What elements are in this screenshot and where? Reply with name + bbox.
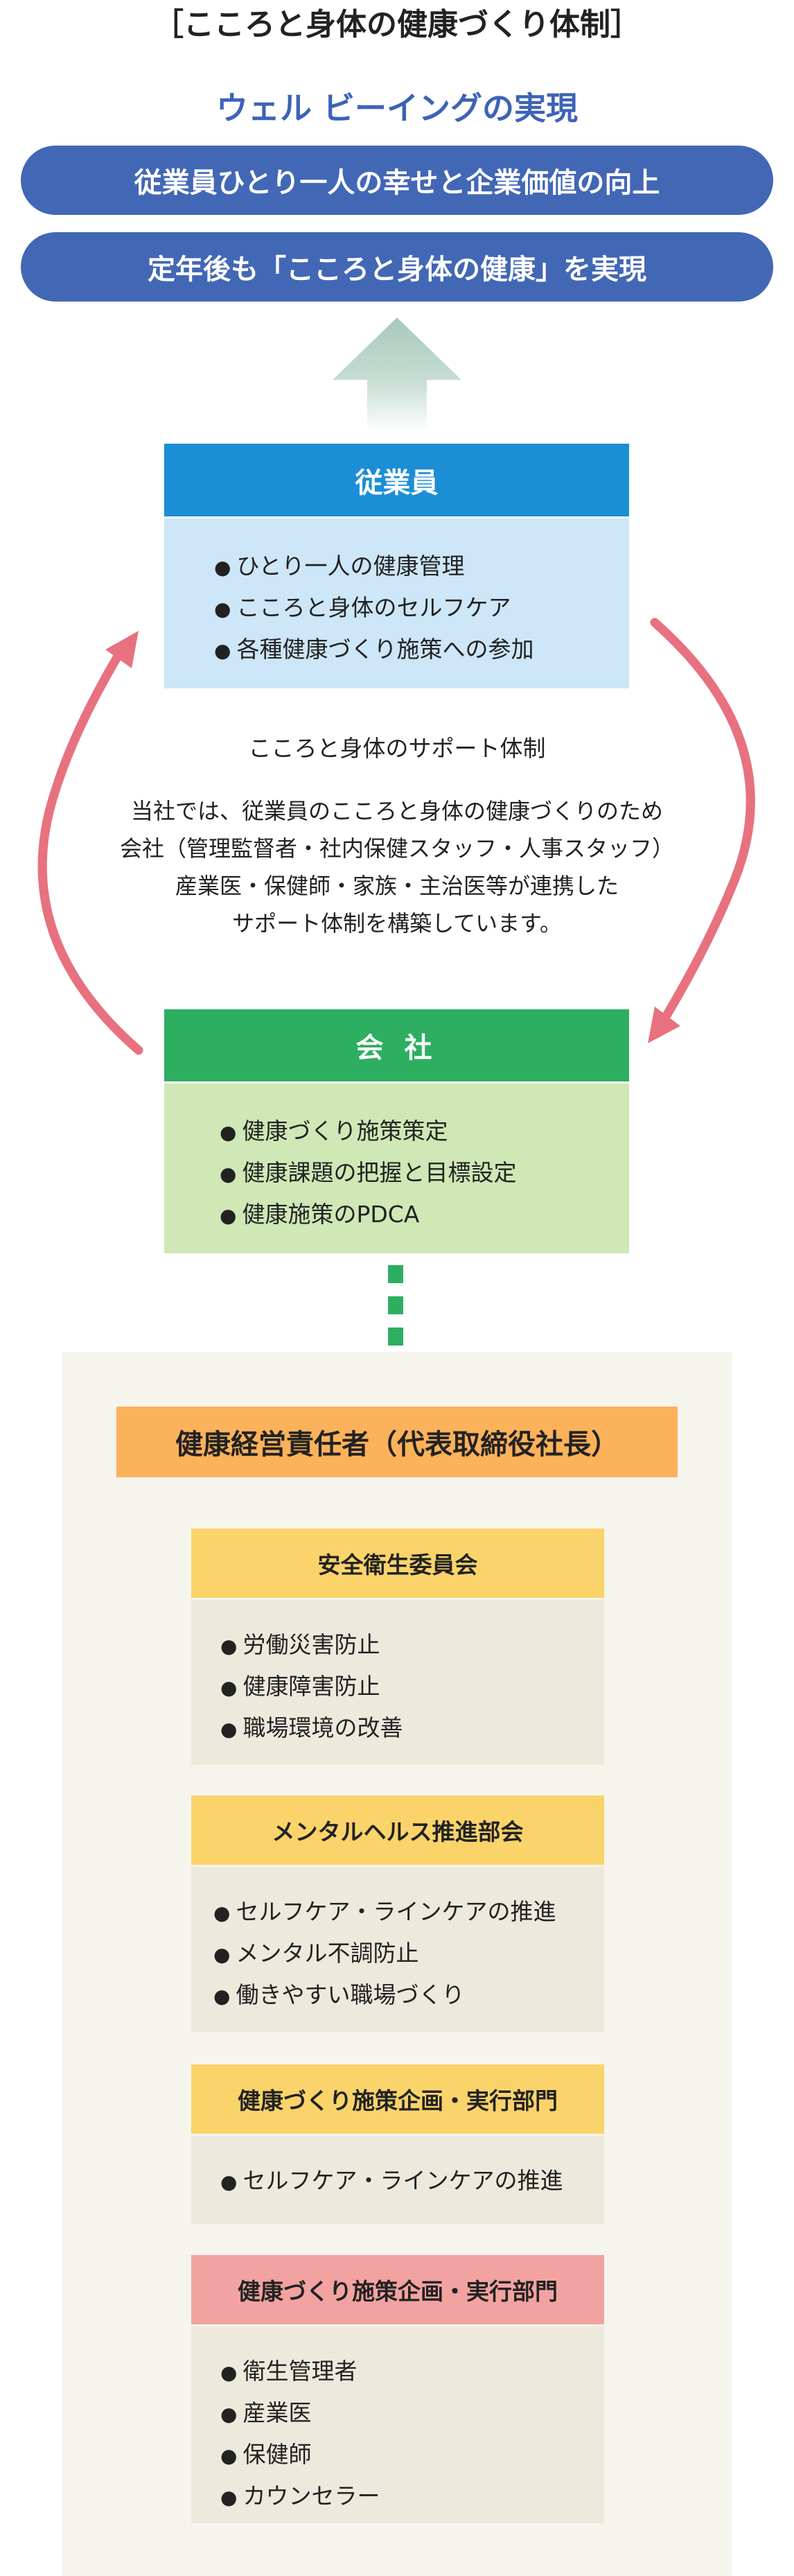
employee-header: 従業員: [164, 444, 629, 516]
right-curved-arrow: [650, 618, 755, 1034]
support-line: 当社では、従業員のこころと身体の健康づくりのため: [130, 798, 663, 824]
employee-list: ひとり一人の健康管理 こころと身体のセルフケア 各種健康づくり施策への参加: [214, 546, 629, 671]
section-header-mental-health: メンタルヘルス推進部会: [191, 1795, 604, 1865]
left-curved-arrow: [37, 640, 143, 1055]
list-item: こころと身体のセルフケア: [214, 588, 629, 629]
cycle-arrows: [37, 618, 755, 1055]
section-header-safety-committee: 安全衛生委員会: [191, 1529, 604, 1598]
page-title: ［こころと身体の健康づくり体制］: [153, 7, 641, 42]
connector-dot: [388, 1328, 403, 1346]
support-title: こころと身体のサポート体制: [248, 735, 546, 762]
section-body-health-staff: 衛生管理者 産業医 保健師 カウンセラー: [191, 2326, 604, 2523]
list-item: セルフケア・ラインケアの推進: [213, 1892, 604, 1933]
leader-box: 健康経営責任者（代表取締役社長）: [116, 1407, 678, 1477]
right-arrowhead-icon: [648, 1007, 680, 1043]
section-list: セルフケア・ラインケアの推進: [220, 2161, 604, 2202]
list-item: 健康づくり施策策定: [220, 1111, 629, 1153]
goal-pill-1: 従業員ひとり一人の幸せと企業価値の向上: [21, 146, 773, 215]
company-list: 健康づくり施策策定 健康課題の把握と目標設定 健康施策のPDCA: [220, 1111, 629, 1236]
list-item: 労働災害防止: [220, 1625, 604, 1666]
section-header-health-staff: 健康づくり施策企画・実行部門: [191, 2255, 604, 2324]
list-item: 産業医: [220, 2393, 604, 2435]
list-item: 健康施策のPDCA: [220, 1194, 629, 1236]
list-item: 保健師: [220, 2435, 604, 2476]
company-header: 会 社: [164, 1009, 629, 1081]
support-description: こころと身体のサポート体制 当社では、従業員のこころと身体の健康づくりのため 会…: [62, 731, 732, 942]
list-item: セルフケア・ラインケアの推進: [220, 2161, 604, 2202]
goal-pill-2: 定年後も「こころと身体の健康」を実現: [21, 232, 773, 302]
wellbeing-title: ウェル ビーイングの実現: [215, 89, 578, 127]
section-list: セルフケア・ラインケアの推進 メンタル不調防止 働きやすい職場づくり: [213, 1892, 604, 2017]
list-item: 職場環境の改善: [220, 1708, 604, 1750]
support-line: 会社（管理監督者・社内保健スタッフ・人事スタッフ）: [119, 835, 674, 862]
section-list: 労働災害防止 健康障害防止 職場環境の改善: [220, 1625, 604, 1750]
connector-dot: [388, 1296, 403, 1314]
list-item: カウンセラー: [220, 2476, 604, 2518]
section-body-health-planning: セルフケア・ラインケアの推進: [191, 2136, 604, 2224]
section-list: 衛生管理者 産業医 保健師 カウンセラー: [220, 2351, 604, 2518]
left-arrowhead-icon: [105, 631, 139, 668]
up-arrow-icon: [333, 317, 461, 432]
employee-box: ひとり一人の健康管理 こころと身体のセルフケア 各種健康づくり施策への参加: [164, 519, 629, 688]
support-line: サポート体制を構築しています。: [232, 910, 562, 937]
company-box: 健康づくり施策策定 健康課題の把握と目標設定 健康施策のPDCA: [164, 1084, 629, 1253]
section-body-safety-committee: 労働災害防止 健康障害防止 職場環境の改善: [191, 1600, 604, 1765]
list-item: 衛生管理者: [220, 2351, 604, 2393]
list-item: 各種健康づくり施策への参加: [214, 629, 629, 671]
support-line: 産業医・保健師・家族・主治医等が連携した: [175, 873, 619, 899]
section-body-mental-health: セルフケア・ラインケアの推進 メンタル不調防止 働きやすい職場づくり: [191, 1867, 604, 2032]
section-header-health-planning: 健康づくり施策企画・実行部門: [191, 2064, 604, 2134]
connector-dot: [388, 1265, 403, 1283]
list-item: 健康課題の把握と目標設定: [220, 1153, 629, 1194]
list-item: 健康障害防止: [220, 1666, 604, 1708]
list-item: メンタル不調防止: [213, 1933, 604, 1975]
list-item: 働きやすい職場づくり: [213, 1975, 604, 2017]
list-item: ひとり一人の健康管理: [214, 546, 629, 588]
